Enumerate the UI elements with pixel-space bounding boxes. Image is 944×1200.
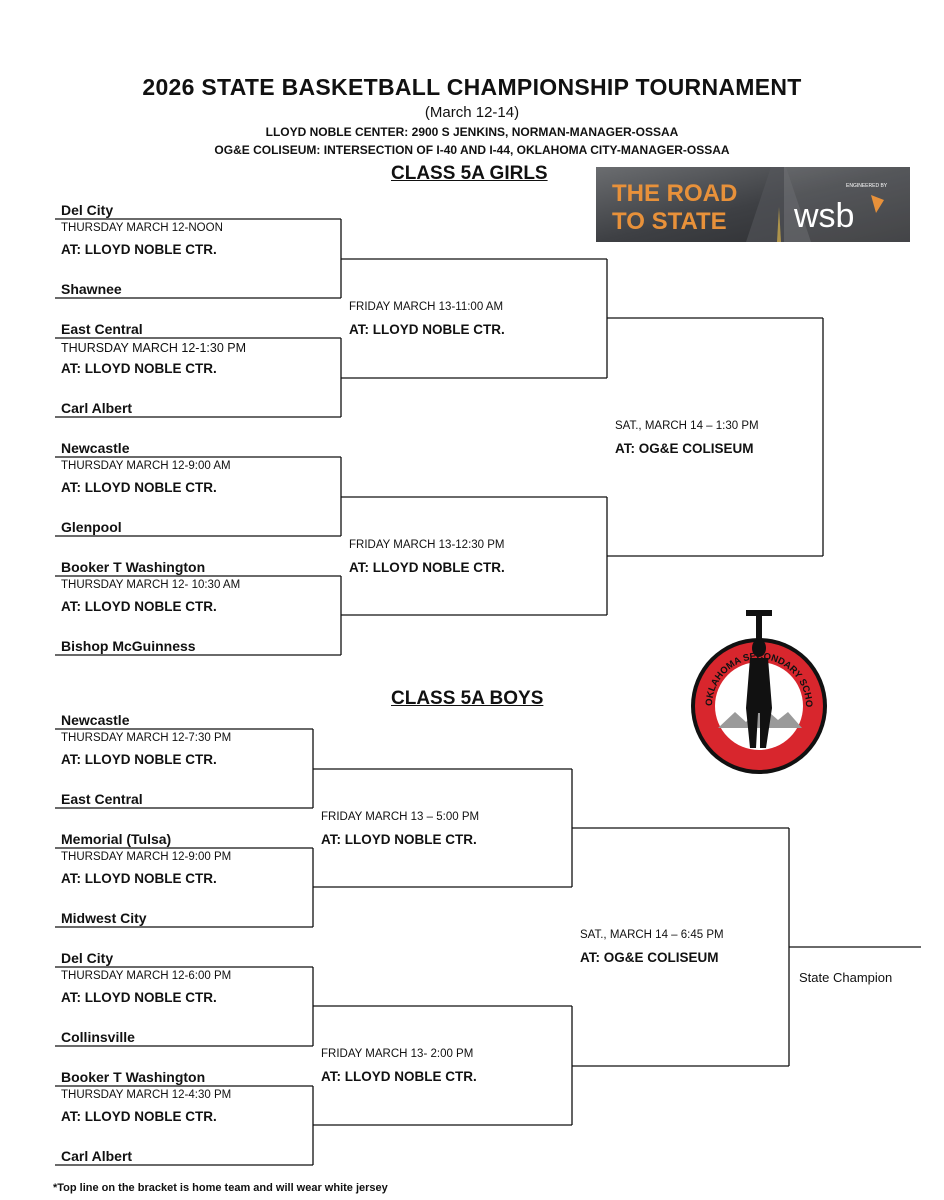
- boys-sf1-time: FRIDAY MARCH 13 – 5:00 PM: [321, 811, 480, 823]
- girls-final-time: SAT., MARCH 14 – 1:30 PM: [615, 420, 759, 432]
- svg-text:★: ★: [774, 673, 782, 683]
- boys-team-3: Memorial (Tulsa): [61, 831, 172, 847]
- boys-class-title: CLASS 5A BOYS: [391, 688, 544, 709]
- girls-qf2-venue: AT: LLOYD NOBLE CTR.: [61, 361, 217, 376]
- road-sponsor: wsb: [793, 197, 854, 235]
- tournament-dates: (March 12-14): [424, 104, 520, 121]
- girls-sf2-time: FRIDAY MARCH 13-12:30 PM: [349, 539, 505, 551]
- girls-team-4: Carl Albert: [61, 400, 133, 416]
- girls-qf2-time: THURSDAY MARCH 12-1:30 PM: [61, 341, 246, 355]
- boys-team-5: Del City: [61, 950, 114, 966]
- boys-qf3-venue: AT: LLOYD NOBLE CTR.: [61, 990, 217, 1005]
- boys-sf2-venue: AT: LLOYD NOBLE CTR.: [321, 1069, 477, 1084]
- boys-qf2-venue: AT: LLOYD NOBLE CTR.: [61, 871, 217, 886]
- svg-text:★: ★: [728, 677, 736, 687]
- girls-qf4-time: THURSDAY MARCH 12- 10:30 AM: [61, 579, 241, 591]
- girls-sf2-venue: AT: LLOYD NOBLE CTR.: [349, 560, 505, 575]
- girls-team-1: Del City: [61, 202, 114, 218]
- girls-sf1-time: FRIDAY MARCH 13-11:00 AM: [349, 301, 504, 313]
- boys-qf1-time: THURSDAY MARCH 12-7:30 PM: [61, 732, 232, 744]
- svg-text:★: ★: [784, 681, 792, 691]
- boys-sf1-venue: AT: LLOYD NOBLE CTR.: [321, 832, 477, 847]
- boys-qf4-venue: AT: LLOYD NOBLE CTR.: [61, 1109, 217, 1124]
- girls-team-7: Booker T Washington: [61, 559, 206, 575]
- boys-team-4: Midwest City: [61, 910, 147, 926]
- boys-qf2-time: THURSDAY MARCH 12-9:00 PM: [61, 851, 232, 863]
- boys-team-6: Collinsville: [61, 1029, 135, 1045]
- boys-qf1-venue: AT: LLOYD NOBLE CTR.: [61, 752, 217, 767]
- road-line1: THE ROAD: [612, 180, 737, 207]
- svg-text:★: ★: [776, 689, 784, 699]
- girls-sf1-venue: AT: LLOYD NOBLE CTR.: [349, 322, 505, 337]
- venue-lloyd-noble: LLOYD NOBLE CENTER: 2900 S JENKINS, NORM…: [265, 125, 679, 139]
- svg-text:★: ★: [740, 671, 748, 681]
- ossaa-seal-logo: OKLAHOMA SECONDARY SCHOOL ACTIVITIES ASS…: [686, 600, 828, 778]
- girls-qf3-venue: AT: LLOYD NOBLE CTR.: [61, 480, 217, 495]
- venue-oge-coliseum: OG&E COLISEUM: INTERSECTION OF I-40 AND …: [214, 143, 730, 157]
- girls-qf1-time: THURSDAY MARCH 12-NOON: [61, 222, 223, 234]
- state-champion-label: State Champion: [799, 970, 893, 985]
- girls-team-3: East Central: [61, 321, 143, 337]
- girls-team-6: Glenpool: [61, 519, 122, 535]
- boys-qf4-time: THURSDAY MARCH 12-4:30 PM: [61, 1089, 232, 1101]
- footnote: *Top line on the bracket is home team an…: [53, 1182, 388, 1194]
- boys-team-1: Newcastle: [61, 712, 130, 728]
- girls-team-5: Newcastle: [61, 440, 130, 456]
- boys-team-2: East Central: [61, 791, 143, 807]
- boys-sf2-time: FRIDAY MARCH 13- 2:00 PM: [321, 1048, 474, 1060]
- girls-qf1-venue: AT: LLOYD NOBLE CTR.: [61, 242, 217, 257]
- girls-final-venue: AT: OG&E COLISEUM: [615, 441, 754, 456]
- boys-team-8: Carl Albert: [61, 1148, 133, 1164]
- girls-qf3-time: THURSDAY MARCH 12-9:00 AM: [61, 460, 231, 472]
- road-to-state-logo: THE ROAD TO STATE ENGINEERED BY wsb: [596, 167, 910, 242]
- girls-team-2: Shawnee: [61, 281, 122, 297]
- boys-team-7: Booker T Washington: [61, 1069, 206, 1085]
- girls-qf4-venue: AT: LLOYD NOBLE CTR.: [61, 599, 217, 614]
- boys-final-venue: AT: OG&E COLISEUM: [580, 950, 719, 965]
- page-title: 2026 STATE BASKETBALL CHAMPIONSHIP TOURN…: [142, 74, 802, 100]
- road-line2: TO STATE: [612, 208, 727, 235]
- svg-text:★: ★: [734, 687, 742, 697]
- girls-team-8: Bishop McGuinness: [61, 638, 196, 654]
- road-engineered: ENGINEERED BY: [846, 183, 888, 189]
- girls-class-title: CLASS 5A GIRLS: [391, 163, 548, 184]
- boys-qf3-time: THURSDAY MARCH 12-6:00 PM: [61, 970, 232, 982]
- boys-final-time: SAT., MARCH 14 – 6:45 PM: [580, 929, 724, 941]
